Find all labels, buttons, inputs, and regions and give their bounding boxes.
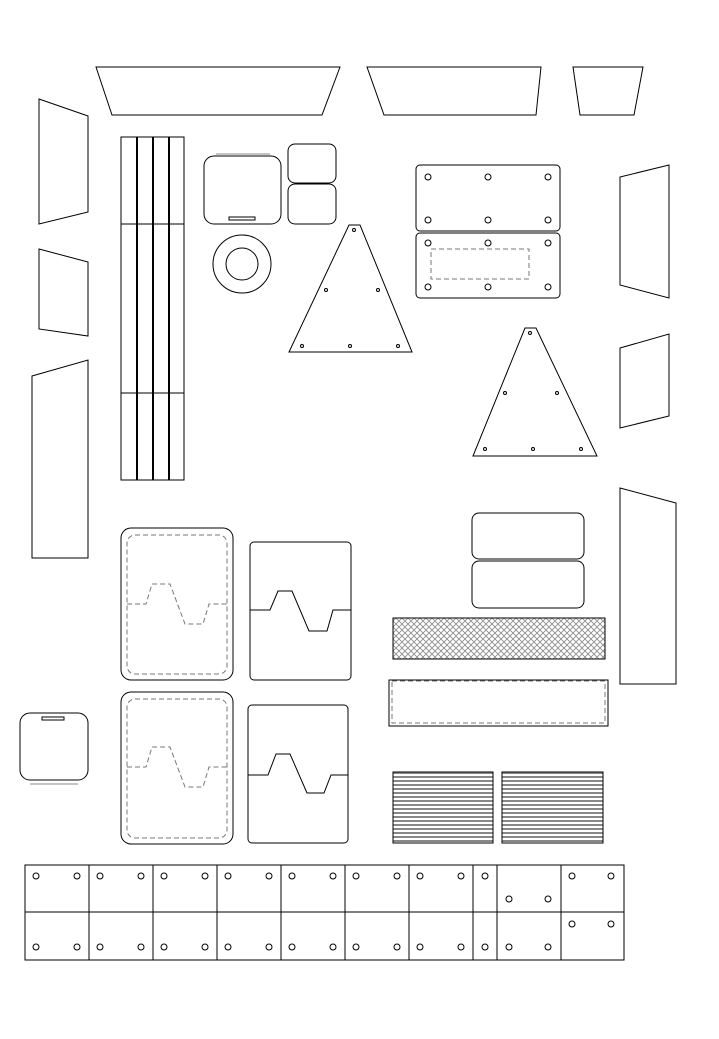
small-rounded-panel-2 <box>287 183 337 225</box>
bolt-hole <box>568 920 576 928</box>
bolt-hole <box>329 872 337 880</box>
bolt-hole <box>137 872 145 880</box>
bolt-hole <box>201 943 209 951</box>
left-panel-1 <box>38 98 89 225</box>
rounded-panel-with-slot <box>203 153 282 225</box>
bolt-hole <box>265 872 273 880</box>
vertical-strips <box>120 136 185 481</box>
bolt-hole <box>505 943 513 951</box>
bolt-hole <box>544 895 552 903</box>
wave-panel-2 <box>247 704 349 844</box>
right-panel-2 <box>619 333 670 429</box>
bolt-hole <box>416 943 424 951</box>
bolt-hole <box>457 872 465 880</box>
small-rounded-panel-with-slot <box>19 712 89 785</box>
bolt-hole <box>73 943 81 951</box>
bolt-hole <box>224 943 232 951</box>
bolt-hole <box>288 872 296 880</box>
left-panel-3 <box>31 359 89 559</box>
top-trapezoid-large <box>95 66 341 116</box>
bolt-hole <box>481 943 489 951</box>
dashed-inset-panel <box>388 679 609 727</box>
bolt-hole <box>352 872 360 880</box>
top-trapezoid-small <box>572 66 644 116</box>
bolt-hole <box>607 872 615 880</box>
bolt-hole <box>96 943 104 951</box>
bolt-hole <box>32 872 40 880</box>
top-trapezoid-medium <box>366 66 542 116</box>
mounting-plate-top <box>415 164 561 232</box>
rounded-panel-lower <box>471 560 585 609</box>
mounting-plate-bottom <box>415 232 561 299</box>
wave-panel-framed-2 <box>120 691 234 845</box>
ring-part <box>212 234 272 294</box>
rounded-panel-upper <box>471 512 585 560</box>
bolt-hole <box>505 895 513 903</box>
bolt-hole <box>137 943 145 951</box>
bolt-hole <box>160 872 168 880</box>
bolt-hole <box>265 943 273 951</box>
bolt-hole <box>32 943 40 951</box>
bolt-hole <box>352 943 360 951</box>
bolt-hole <box>393 943 401 951</box>
bolt-hole <box>393 872 401 880</box>
striped-panel-2 <box>501 771 604 844</box>
wave-panel-framed-1 <box>120 527 234 681</box>
crosshatched-panel <box>392 617 606 660</box>
left-panel-2 <box>38 248 89 337</box>
bottom-plate-grid <box>24 864 625 961</box>
triangle-plate-1 <box>288 224 413 353</box>
small-rounded-panel-1 <box>287 143 337 184</box>
bolt-hole <box>457 943 465 951</box>
wave-panel-1 <box>249 541 352 681</box>
striped-panel-1 <box>392 771 494 844</box>
triangle-plate-2 <box>472 327 598 457</box>
right-panel-3 <box>619 487 677 685</box>
bolt-hole <box>73 872 81 880</box>
bolt-hole <box>329 943 337 951</box>
bolt-hole <box>481 872 489 880</box>
bolt-hole <box>224 872 232 880</box>
bolt-hole <box>607 920 615 928</box>
right-panel-1 <box>619 164 670 299</box>
bolt-hole <box>201 872 209 880</box>
bolt-hole <box>568 872 576 880</box>
bolt-hole <box>544 943 552 951</box>
bolt-hole <box>96 872 104 880</box>
bolt-hole <box>288 943 296 951</box>
bolt-hole <box>416 872 424 880</box>
bolt-hole <box>160 943 168 951</box>
